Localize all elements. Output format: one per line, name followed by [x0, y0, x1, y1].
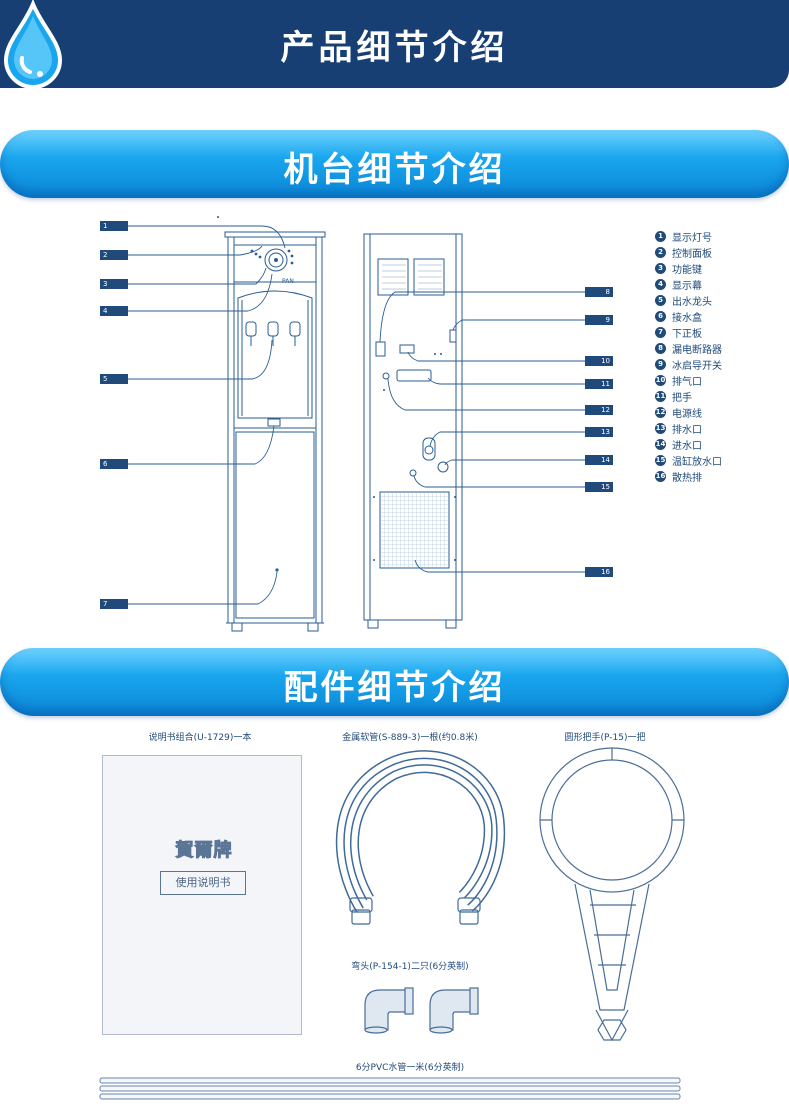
callout-1: 1: [100, 221, 128, 231]
brand-plate-text: PAN: [282, 278, 294, 285]
section-accessories-title: 配件细节介绍: [283, 668, 506, 708]
manual-title: 使用说明书: [160, 871, 246, 895]
pvc-pipe-caption: 6分PVC水管一米(6分英制): [355, 1063, 465, 1073]
manual-caption: 说明书组合(U-1729)一本: [148, 733, 252, 743]
water-drop-icon: [3, 0, 63, 89]
callout-2: 2: [100, 250, 128, 260]
callout-5: 5: [100, 374, 128, 384]
callout-12: 12: [585, 405, 613, 415]
elbow-caption: 弯头(P-154-1)二只(6分英制): [351, 962, 469, 972]
section-accessories-header: 配件细节介绍: [0, 648, 789, 716]
wrench-caption: 圆形把手(P-15)一把: [564, 733, 646, 743]
callout-7: 7: [100, 599, 128, 609]
page-title: 产品细节介绍: [280, 28, 509, 68]
manual-brand: 賀爾牌: [175, 840, 233, 862]
callout-14: 14: [585, 455, 613, 465]
callout-6: 6: [100, 459, 128, 469]
front-view-diagram: PAN: [128, 216, 326, 632]
callout-13: 13: [585, 427, 613, 437]
back-view-diagram: [363, 233, 585, 629]
hose-caption: 金属软管(S-889-3)一根(约0.8米): [342, 733, 478, 743]
manual-book: 賀爾牌 使用说明书: [102, 755, 302, 1035]
callout-16: 16: [585, 567, 613, 577]
callout-3: 3: [100, 279, 128, 289]
callout-9: 9: [585, 315, 613, 325]
callout-4: 4: [100, 306, 128, 316]
section-machine-header: 机台细节介绍: [0, 130, 789, 198]
header-banner: 产品细节介绍: [0, 0, 789, 88]
section-machine-title: 机台细节介绍: [283, 150, 506, 190]
callout-15: 15: [585, 482, 613, 492]
callout-10: 10: [585, 356, 613, 366]
callout-8: 8: [585, 287, 613, 297]
callout-11: 11: [585, 379, 613, 389]
